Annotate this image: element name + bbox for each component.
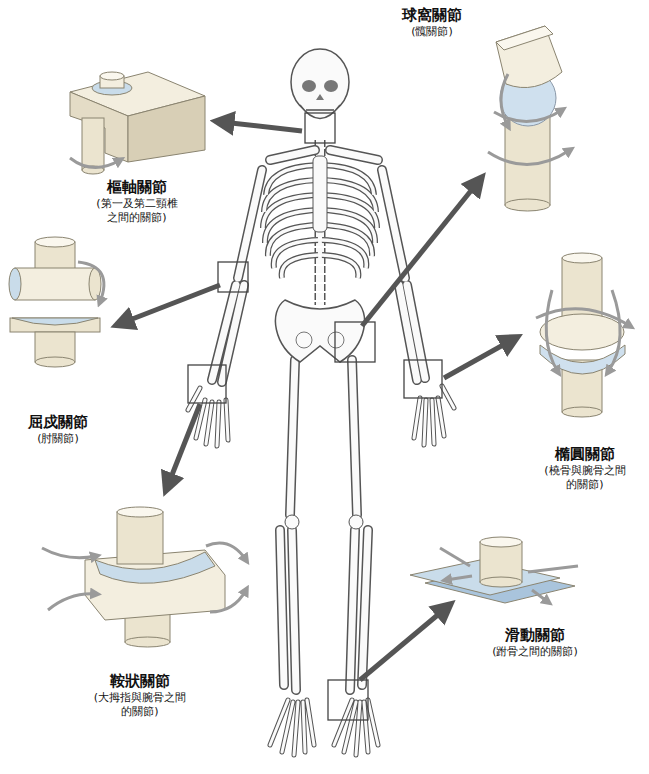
skeleton-part — [188, 386, 454, 755]
ellipsoid-joint-icon-part — [546, 290, 558, 372]
joint-name: 樞軸關節 — [82, 178, 192, 196]
skeleton-part — [316, 94, 324, 100]
pivot-joint-icon-part — [128, 96, 205, 162]
detail-frame-part — [188, 365, 226, 403]
joint-location: (橈骨與腕骨之間 的關節) — [530, 464, 640, 493]
saddle-joint-icon-part — [125, 637, 170, 647]
skeleton-part — [324, 80, 338, 92]
ellipsoid-joint-icon — [536, 253, 630, 417]
ball-socket-joint-icon-part — [505, 115, 550, 205]
detail-frame-part — [218, 262, 248, 292]
joint-label: 樞軸關節(第一及第二頸椎 之間的關節) — [82, 178, 192, 226]
hinge-joint-icon-part — [35, 237, 75, 247]
skeleton-part — [300, 105, 340, 119]
saddle-joint-icon-part — [206, 543, 246, 560]
leader-arrow-part — [122, 285, 220, 323]
ball-socket-joint-icon-part — [488, 150, 570, 165]
gliding-joint-icon-part — [532, 590, 548, 602]
leader-arrow-part — [444, 340, 512, 378]
skeleton-part — [306, 109, 334, 111]
hinge-joint-icon-part — [12, 318, 98, 325]
hinge-joint-icon-part — [35, 357, 75, 367]
ellipsoid-joint-icon-part — [608, 290, 620, 372]
joint-location: (跗骨之間的關節) — [480, 645, 590, 659]
joint-label: 鞍狀關節(大拇指與腕骨之間 的關節) — [85, 672, 195, 720]
ball-socket-joint-icon-part — [501, 74, 508, 126]
skeleton-part — [212, 150, 425, 690]
joint-location: (髖關節) — [377, 25, 487, 39]
skeleton-part — [275, 300, 364, 362]
skeleton-part — [313, 156, 327, 232]
skeleton-part — [328, 332, 344, 348]
joint-name: 滑動關節 — [480, 626, 590, 644]
ball-socket-joint-icon-part — [496, 26, 553, 50]
joint-location: (第一及第二頸椎 之間的關節) — [82, 197, 192, 226]
gliding-joint-icon-part — [528, 566, 578, 572]
skeleton — [188, 49, 454, 755]
joint-name: 鞍狀關節 — [85, 672, 195, 690]
ball-socket-joint-icon-part — [505, 199, 550, 211]
gliding-joint-icon-part — [480, 537, 522, 547]
pivot-joint-icon-part — [82, 118, 104, 170]
hinge-joint-icon-part — [15, 268, 95, 300]
hinge-joint-icon-part — [9, 268, 21, 300]
joint-label: 球窩關節(髖關節) — [377, 6, 487, 39]
hinge-joint-icon-part — [10, 318, 100, 332]
gliding-joint-icon-part — [480, 577, 522, 587]
ellipsoid-joint-icon-part — [562, 407, 602, 417]
ellipsoid-joint-icon-part — [540, 314, 624, 350]
leader-arrow-part — [362, 182, 478, 326]
detail-frame — [188, 113, 442, 720]
skeleton-part — [285, 515, 299, 529]
saddle-joint-icon-part — [210, 590, 246, 612]
detail-frame-part — [404, 360, 442, 398]
skeleton-part — [188, 386, 454, 755]
ball-socket-joint-icon — [488, 26, 570, 211]
leader-arrow-part — [222, 122, 302, 131]
gliding-joint-icon-part — [440, 548, 470, 566]
pivot-joint-icon-part — [70, 158, 120, 168]
detail-frame-part — [305, 113, 335, 143]
detail-frame-part — [328, 680, 368, 720]
saddle-joint-icon-part — [42, 548, 96, 558]
ellipsoid-joint-icon-part — [562, 253, 602, 263]
joint-location: (大拇指與腕骨之間 的關節) — [85, 691, 195, 720]
skeleton-part — [212, 150, 425, 690]
detail-frame-part — [335, 322, 375, 362]
joint-name: 橢圓關節 — [530, 445, 640, 463]
joint-label: 滑動關節(跗骨之間的關節) — [480, 626, 590, 659]
joint-label: 橢圓關節(橈骨與腕骨之間 的關節) — [530, 445, 640, 493]
joint-name: 球窩關節 — [377, 6, 487, 24]
gliding-joint-icon-part — [480, 542, 522, 582]
ellipsoid-joint-icon-part — [536, 309, 630, 326]
saddle-joint-icon-part — [117, 507, 163, 517]
pivot-joint-icon-part — [100, 72, 124, 80]
hinge-joint-icon — [9, 237, 104, 367]
skeleton-part — [296, 332, 312, 348]
joint-label: 屈戍關節(肘關節) — [3, 413, 113, 446]
joint-name: 屈戍關節 — [3, 413, 113, 431]
skeleton-part — [302, 80, 316, 92]
skeleton-part — [349, 515, 363, 529]
pivot-joint-icon — [70, 72, 205, 174]
gliding-joint-icon-part — [446, 576, 472, 580]
saddle-joint-icon-part — [48, 594, 96, 610]
gliding-joint-icon — [410, 537, 578, 603]
leader-arrow-part — [168, 404, 200, 485]
saddle-joint-icon-part — [117, 512, 163, 564]
leader-arrow-part — [360, 608, 446, 680]
hinge-joint-icon-part — [78, 262, 104, 302]
joint-location: (肘關節) — [3, 432, 113, 446]
saddle-joint-icon — [42, 507, 246, 647]
